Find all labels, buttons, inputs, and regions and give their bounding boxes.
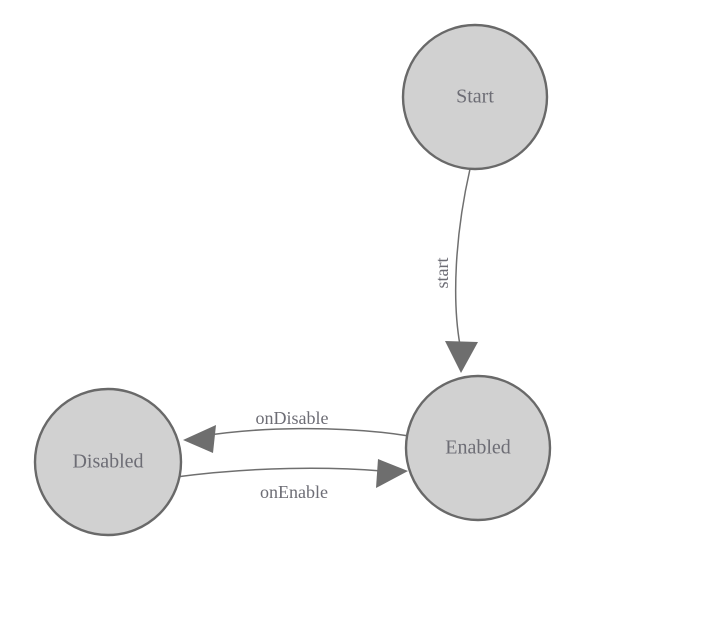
edge-disabled-to-enabled-arrowhead: [376, 459, 408, 488]
node-enabled-label: Enabled: [445, 437, 511, 459]
node-enabled-circle: [404, 374, 552, 522]
edge-label-onenable: onEnable: [260, 482, 328, 502]
edge-label-ondisable: onDisable: [256, 408, 329, 428]
edge-label-start: start: [432, 258, 452, 289]
node-disabled-label: Disabled: [72, 451, 143, 473]
node-enabled[interactable]: Enabled: [404, 374, 552, 522]
node-start[interactable]: Start: [401, 23, 549, 171]
edge-enabled-to-disabled[interactable]: [183, 425, 410, 453]
node-start-circle: [401, 23, 549, 171]
edge-enabled-to-disabled-line: [195, 427, 410, 438]
edge-enabled-to-disabled-arrowhead: [183, 425, 216, 453]
edge-start-to-enabled-line: [454, 168, 471, 346]
edge-start-to-enabled-arrowhead: [445, 341, 478, 373]
node-start-label: Start: [456, 86, 494, 108]
edge-start-to-enabled[interactable]: [445, 168, 478, 373]
edge-disabled-to-enabled-line: [175, 467, 395, 478]
node-disabled-circle: [33, 387, 183, 537]
edge-disabled-to-enabled[interactable]: [175, 459, 408, 488]
node-disabled[interactable]: Disabled: [33, 387, 183, 537]
